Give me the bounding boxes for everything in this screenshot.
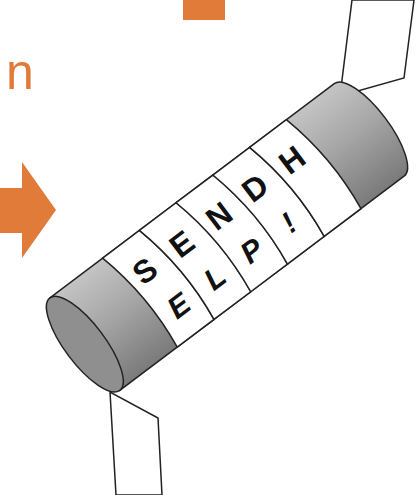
rod-end-cap [34,286,136,403]
strip-tail-top [340,0,414,96]
strip-tail-bottom [110,392,162,495]
orange-block [183,0,225,20]
rod [34,72,416,403]
pointer-arrow [0,162,56,258]
strip-band [250,114,364,240]
caption-fragment: n [6,47,34,97]
